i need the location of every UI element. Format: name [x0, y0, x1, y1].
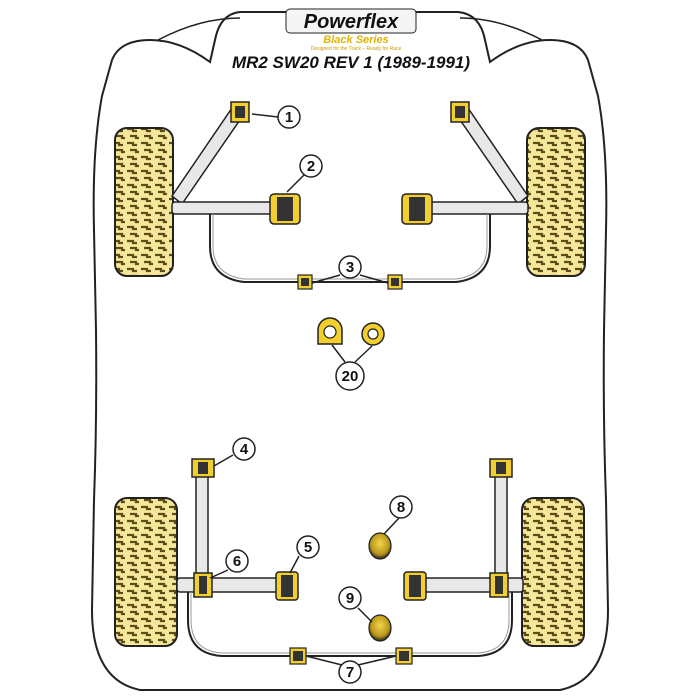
rear-left-tyre [114, 497, 178, 647]
front-arm-front-bush-left [230, 101, 250, 123]
leader-lines [209, 113, 400, 666]
diagram-title: MR2 SW20 REV 1 (1989-1991) [232, 53, 470, 72]
rear-arb-bush-left [289, 647, 307, 665]
rear-link-bush-left [191, 458, 215, 478]
callout-9: 9 [338, 586, 362, 610]
callout-6: 6 [225, 549, 249, 573]
callout-8: 8 [389, 495, 413, 519]
svg-text:8: 8 [397, 499, 405, 516]
front-arb-bush-right [387, 274, 403, 290]
steering-rack-bush [317, 317, 343, 345]
svg-text:20: 20 [342, 368, 359, 385]
front-anti-roll-bar [209, 214, 491, 283]
svg-text:7: 7 [346, 664, 354, 681]
rear-anti-roll-bar [187, 592, 513, 657]
svg-text:6: 6 [233, 553, 241, 570]
svg-text:Powerflex: Powerflex [304, 11, 399, 33]
front-arm-front-bush-right [450, 101, 470, 123]
rear-right-link [494, 467, 508, 589]
front-arm-rear-bush-right [401, 193, 433, 225]
rear-arm-outer-bush-left [193, 572, 213, 598]
svg-text:5: 5 [304, 539, 312, 556]
front-right-tyre [526, 127, 586, 277]
rear-arm-inner-bush-right [403, 571, 427, 601]
front-arm-rear-bush-left [269, 193, 301, 225]
rear-right-tyre [521, 497, 585, 647]
svg-text:1: 1 [285, 109, 293, 126]
callout-20: 20 [335, 361, 365, 391]
callout-3: 3 [338, 255, 362, 279]
svg-text:Designed for the Track – Ready: Designed for the Track – Ready for Race [311, 46, 402, 52]
svg-text:9: 9 [346, 590, 354, 607]
svg-text:2: 2 [307, 158, 315, 175]
callout-7: 7 [338, 660, 362, 684]
powerflex-logo: Powerflex Black Series Designed for the … [285, 8, 417, 52]
callout-4: 4 [232, 437, 256, 461]
engine-mount-bush-upper [368, 532, 392, 560]
car-body-outline [90, 11, 610, 691]
front-left-tyre [114, 127, 174, 277]
steering-rack-washer [361, 322, 385, 346]
svg-text:3: 3 [346, 259, 354, 276]
callout-5: 5 [296, 535, 320, 559]
rear-left-link [195, 467, 209, 589]
front-right-arm [421, 107, 530, 215]
rear-arb-bush-right [395, 647, 413, 665]
svg-text:Black Series: Black Series [323, 34, 388, 46]
callout-1: 1 [277, 105, 301, 129]
front-left-arm [170, 107, 279, 215]
front-arb-bush-left [297, 274, 313, 290]
rear-link-bush-right [489, 458, 513, 478]
rear-arm-outer-bush-right [489, 572, 509, 598]
windscreen-line [157, 17, 543, 41]
engine-mount-bush-lower [368, 614, 392, 642]
svg-text:4: 4 [240, 441, 249, 458]
callout-2: 2 [299, 154, 323, 178]
rear-arm-inner-bush-left [275, 571, 299, 601]
